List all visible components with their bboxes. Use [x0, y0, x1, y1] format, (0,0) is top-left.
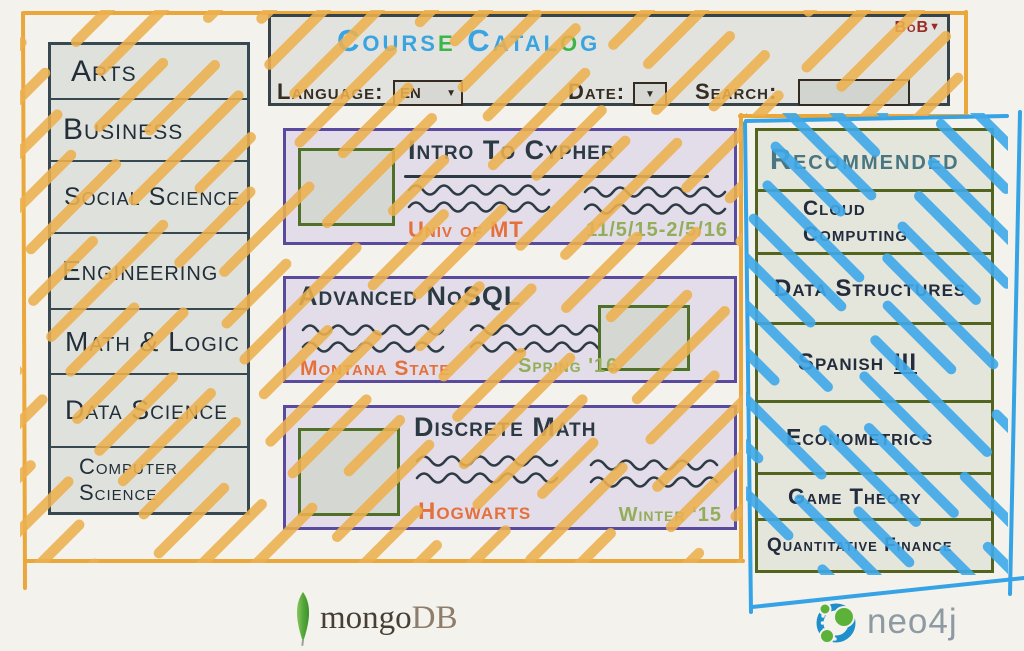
date-label: Date: — [568, 79, 626, 104]
course-image-placeholder — [298, 148, 395, 226]
course-org: Hogwarts — [418, 498, 532, 525]
course-title: Discrete Math — [414, 412, 597, 442]
language-select[interactable]: EN ▼ — [393, 80, 463, 106]
text-placeholder-squiggles — [415, 455, 559, 484]
course-org: Univ of MT — [408, 217, 524, 242]
course-image-placeholder — [298, 428, 400, 516]
user-menu[interactable]: BoB▼ — [894, 19, 941, 36]
neo4j-graph-icon — [816, 602, 856, 644]
chevron-down-icon: ▼ — [929, 21, 941, 33]
sidebar-item-engineering[interactable]: Engineering — [51, 232, 247, 308]
recommended-title: Recommended — [758, 131, 991, 192]
title-underline — [404, 175, 709, 178]
recommended-item[interactable]: Cloud Computing — [758, 192, 991, 255]
recommended-item[interactable]: Econometrics — [758, 403, 991, 475]
course-dates: Winter '15 — [618, 504, 722, 526]
category-sidebar: Arts Business Social Science Engineering… — [48, 42, 250, 515]
course-dates: Spring '16 — [518, 355, 619, 377]
course-title: Advanced NoSQL — [298, 281, 522, 311]
sidebar-item-computer-science[interactable]: Computer Science — [51, 446, 247, 512]
sidebar-item-arts[interactable]: Arts — [71, 54, 137, 88]
recommended-item[interactable]: Quantitative Finance — [767, 534, 953, 556]
search-input[interactable] — [798, 79, 910, 106]
text-placeholder-squiggles — [301, 324, 445, 353]
text-placeholder-squiggles — [589, 459, 719, 488]
mongodb-logo: mongoDB — [290, 590, 458, 646]
language-label: Language: — [277, 79, 384, 104]
recommended-panel: Recommended Cloud Computing Data Structu… — [755, 128, 994, 573]
text-placeholder-squiggles — [583, 186, 727, 215]
sidebar-item-social-science[interactable]: Social Science — [51, 160, 247, 232]
chevron-down-icon: ▼ — [446, 87, 456, 99]
sidebar-item-business[interactable]: Business — [51, 98, 247, 160]
neo4j-logo: neo4j — [813, 596, 958, 648]
sidebar-item-math-logic[interactable]: Math & Logic — [51, 308, 247, 373]
course-card-advanced-nosql[interactable]: Advanced NoSQL Montana State Spring '16 — [283, 276, 737, 383]
page-title: Course Catalog — [337, 23, 601, 58]
chevron-down-icon: ▼ — [645, 88, 655, 100]
recommended-item[interactable]: Game Theory — [758, 475, 991, 521]
sidebar-item-data-science[interactable]: Data Science — [51, 373, 247, 446]
course-dates: 11/5/15-2/5/16 — [586, 219, 728, 241]
search-label: Search: — [695, 79, 778, 104]
course-card-discrete-math[interactable]: Discrete Math Hogwarts Winter '15 — [283, 405, 737, 530]
text-placeholder-squiggles — [407, 184, 551, 213]
mongodb-leaf-icon — [296, 592, 310, 646]
date-select[interactable]: ▼ — [633, 82, 667, 106]
recommended-item[interactable]: Data Structures — [758, 255, 991, 325]
course-org: Montana State — [300, 357, 451, 380]
header-bar: Course Catalog BoB▼ Language: EN ▼ Date:… — [268, 14, 950, 106]
course-card-intro-to-cypher[interactable]: Intro To Cypher Univ of MT 11/5/15-2/5/1… — [283, 128, 737, 245]
course-title: Intro To Cypher — [408, 135, 616, 165]
